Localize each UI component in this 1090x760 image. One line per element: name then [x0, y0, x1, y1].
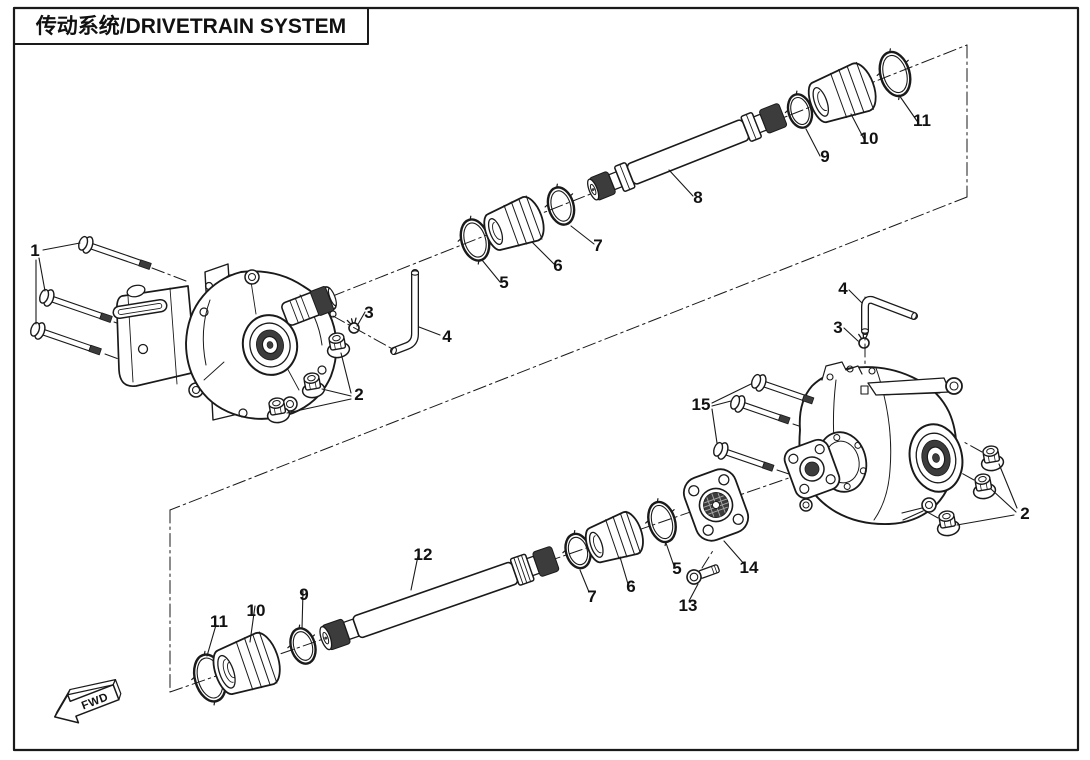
- front-vent-nipple: [329, 310, 337, 318]
- page-title: 传动系统/DRIVETRAIN SYSTEM: [35, 14, 346, 38]
- callout-10-front-boot: 10: [860, 129, 879, 148]
- callout-8-front-shaft: 8: [693, 188, 702, 207]
- callout-4-rear-hose: 4: [838, 279, 848, 298]
- rear-flange-nuts: [936, 445, 1005, 537]
- callout-11-front-ring: 11: [913, 111, 931, 130]
- fwd-arrow: FWD: [53, 679, 122, 724]
- front-breather-hose: [390, 269, 420, 356]
- rear-input-flange: [783, 438, 841, 500]
- rear-bearing-boss: [908, 423, 964, 493]
- callout-4-front-hose: 4: [442, 327, 452, 346]
- coupling-boot-6-rear: [584, 510, 644, 564]
- callout-6-rear-boot: 6: [626, 577, 635, 596]
- callout-10-rear-boot: 10: [247, 601, 266, 620]
- callout-15-rear-bolts: 15: [692, 395, 711, 414]
- title-box: [13, 7, 369, 45]
- front-output-shaft: [281, 286, 337, 326]
- callout-3-rear-clamp: 3: [833, 318, 842, 337]
- snap-ring-5-rear: [645, 498, 677, 547]
- callout-1-front-bolts: 1: [30, 241, 39, 260]
- front-mount-bolts: [29, 235, 152, 356]
- coupling-boot-10-rear: [212, 631, 281, 695]
- front-flange-nuts: [266, 332, 351, 424]
- page-border: [12, 6, 1080, 752]
- snap-ring-7-front: [544, 183, 576, 226]
- callout-13-flange-bolt: 13: [679, 596, 698, 615]
- front-propeller-shaft-8: [587, 103, 788, 201]
- callout-5-rear-ring: 5: [672, 559, 681, 578]
- callout-5-front-ring: 5: [499, 273, 508, 292]
- callout-2-rear-nuts: 2: [1020, 504, 1029, 523]
- rear-propeller-shaft-12: [319, 546, 560, 651]
- hub-flange-14: [682, 468, 750, 542]
- rear-vent-nipple: [860, 385, 869, 395]
- rear-gearbox: [783, 361, 964, 525]
- callout-9-rear-ring: 9: [299, 585, 308, 604]
- front-gearbox: [112, 263, 338, 421]
- callout-3-front-clamp: 3: [364, 303, 373, 322]
- rear-hose-clamp: [858, 332, 870, 349]
- callout-leader-lines: [35, 94, 1018, 657]
- coupling-boot-6-front: [483, 195, 545, 251]
- callout-12-rear-shaft: 12: [414, 545, 433, 564]
- snap-ring-11-front: [876, 48, 912, 101]
- front-output-boss: [241, 314, 299, 376]
- front-hose-clamp: [346, 317, 360, 334]
- flange-bolt-13: [686, 564, 720, 585]
- callout-7-rear-ring: 7: [587, 587, 596, 606]
- coupling-boot-10-front: [807, 61, 877, 124]
- rear-mount-bolts: [712, 373, 815, 472]
- callout-9-front-ring: 9: [820, 147, 829, 166]
- snap-ring-9-rear: [287, 624, 317, 665]
- callout-14-hub-flange: 14: [740, 558, 759, 577]
- callout-6-front-boot: 6: [553, 256, 562, 275]
- callout-2-front-nuts: 2: [354, 385, 363, 404]
- rear-breather-hose: [861, 295, 918, 335]
- callout-11-rear-ring: 11: [210, 612, 228, 631]
- callout-7-front-ring: 7: [593, 236, 602, 255]
